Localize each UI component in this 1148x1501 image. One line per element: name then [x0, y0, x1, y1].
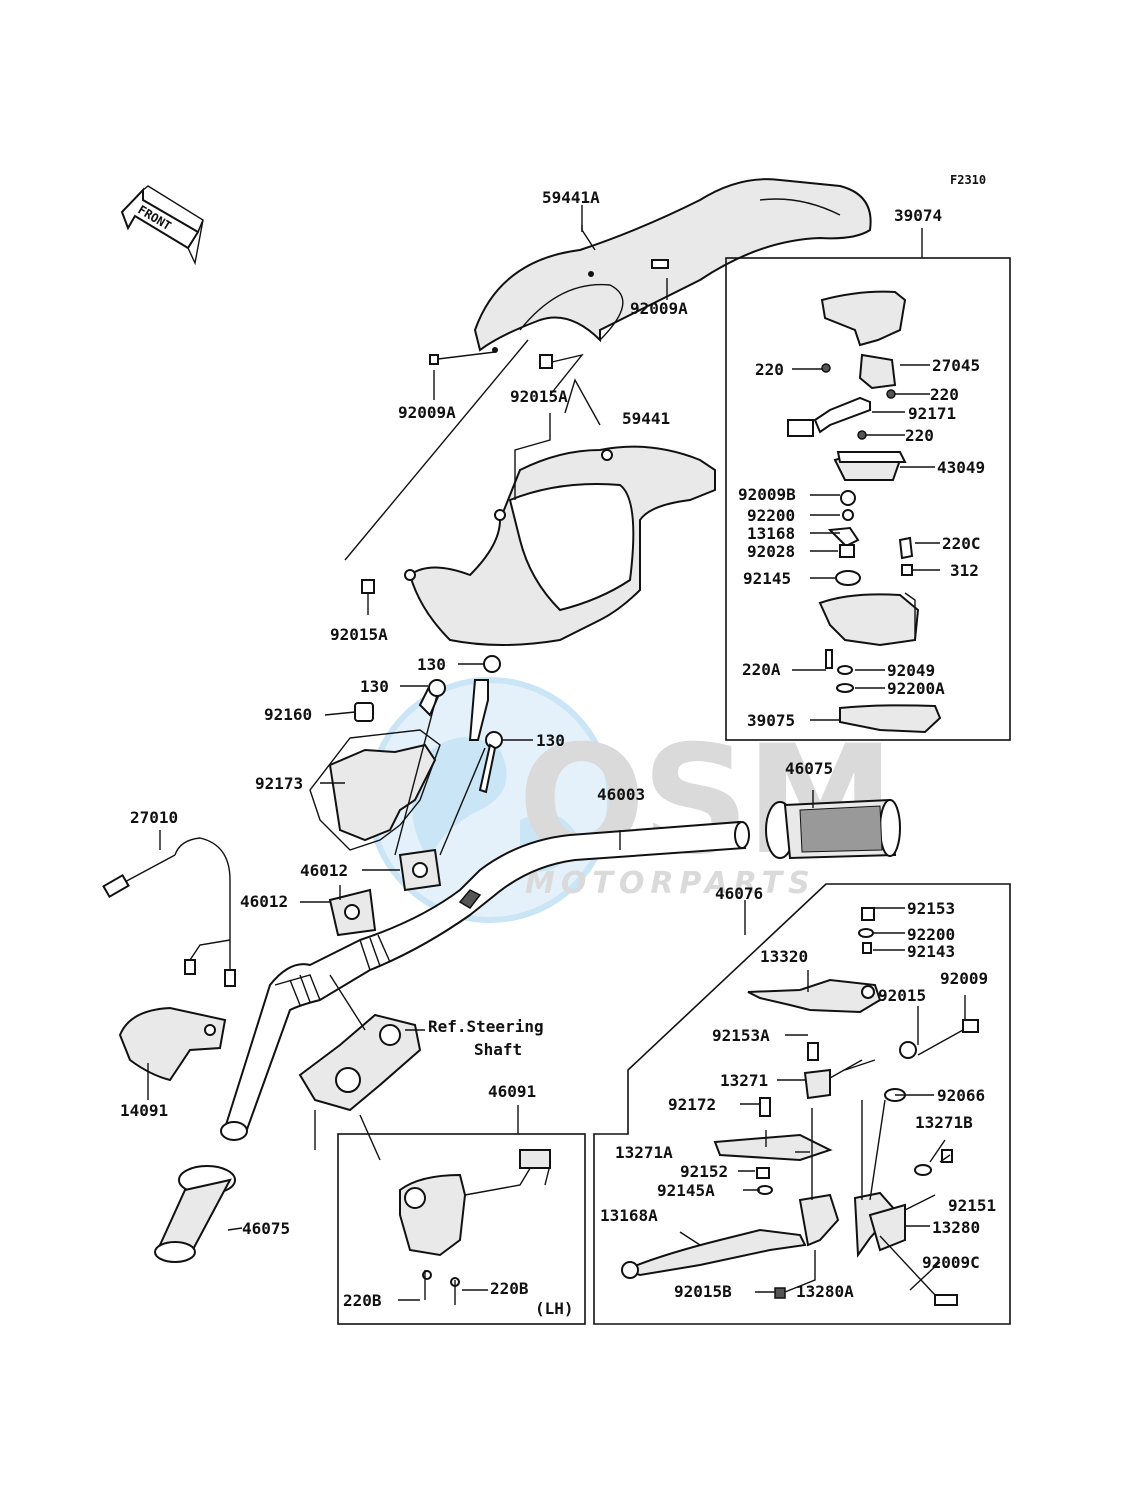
part-labels: 59441A 92009A 92009A 92015A 59441 92015A…	[120, 188, 996, 1318]
label-92009A-lower: 92009A	[398, 403, 456, 422]
label-13168: 13168	[747, 524, 795, 543]
handlebar	[220, 820, 750, 1141]
watermark-sub: MOTORPARTS	[525, 866, 816, 901]
label-lh: (LH)	[535, 1299, 574, 1318]
label-46075-right: 46075	[785, 759, 833, 778]
label-43049: 43049	[937, 458, 985, 477]
diagram-code: F2310	[950, 173, 986, 187]
label-46003: 46003	[597, 785, 645, 804]
label-92151: 92151	[948, 1196, 996, 1215]
label-13320: 13320	[760, 947, 808, 966]
label-92015A-lower: 92015A	[330, 625, 388, 644]
label-92015A-upper: 92015A	[510, 387, 568, 406]
front-arrow-icon	[120, 187, 200, 250]
label-220B-right: 220B	[490, 1279, 529, 1298]
label-46012-a: 46012	[300, 861, 348, 880]
label-130-a: 130	[417, 655, 446, 674]
handlebar-clamps	[309, 655, 503, 937]
label-46075-left: 46075	[242, 1219, 290, 1238]
label-92153: 92153	[907, 899, 955, 918]
label-ref-steering: Ref.Steering	[428, 1017, 544, 1036]
lever-assembly	[621, 907, 979, 1306]
label-13168A: 13168A	[600, 1206, 658, 1225]
left-switch	[398, 1149, 551, 1305]
label-220-b: 220	[930, 385, 959, 404]
label-39075: 39075	[747, 711, 795, 730]
label-92200A: 92200A	[887, 679, 945, 698]
right-grip	[765, 790, 901, 860]
label-27045: 27045	[932, 356, 980, 375]
label-92143: 92143	[907, 942, 955, 961]
label-220A: 220A	[742, 660, 781, 679]
label-59441: 59441	[622, 409, 670, 428]
heater-wire	[102, 830, 236, 987]
lower-cover	[361, 354, 716, 646]
label-92009C: 92009C	[922, 1253, 980, 1272]
label-46091: 46091	[488, 1082, 536, 1101]
label-220C: 220C	[942, 534, 981, 553]
label-13271A: 13271A	[615, 1143, 673, 1162]
label-130-b: 130	[360, 677, 389, 696]
left-switch-cover	[118, 1006, 227, 1100]
label-92015B: 92015B	[674, 1282, 732, 1301]
label-220-c: 220	[905, 426, 934, 445]
label-ref-shaft: Shaft	[474, 1040, 522, 1059]
label-92173: 92173	[255, 774, 303, 793]
label-92145A: 92145A	[657, 1181, 715, 1200]
label-13280A: 13280A	[796, 1282, 854, 1301]
label-92171: 92171	[908, 404, 956, 423]
label-13271: 13271	[720, 1071, 768, 1090]
left-switch-box	[337, 1133, 586, 1325]
label-27010: 27010	[130, 808, 178, 827]
label-92152: 92152	[680, 1162, 728, 1181]
label-59441A: 59441A	[542, 188, 600, 207]
label-92200-b: 92200	[907, 925, 955, 944]
label-130-c: 130	[536, 731, 565, 750]
front-direction-indicator: FRONT	[120, 185, 204, 266]
label-14091: 14091	[120, 1101, 168, 1120]
label-92015: 92015	[878, 986, 926, 1005]
throttle-assembly	[787, 290, 942, 734]
label-220B-left: 220B	[343, 1291, 382, 1310]
steering-shaft-holder	[298, 974, 425, 1161]
clamp-leaders	[300, 663, 533, 903]
label-92145: 92145	[743, 569, 791, 588]
label-92172: 92172	[668, 1095, 716, 1114]
lever-assembly-outline	[593, 883, 1011, 1325]
label-46076: 46076	[715, 884, 763, 903]
label-92200-a: 92200	[747, 506, 795, 525]
left-grip	[154, 1165, 243, 1263]
label-46012-b: 46012	[240, 892, 288, 911]
lever-leaders	[679, 907, 966, 1296]
label-92009B: 92009B	[738, 485, 796, 504]
label-312: 312	[950, 561, 979, 580]
label-92160: 92160	[264, 705, 312, 724]
throttle-leaders	[792, 364, 940, 721]
label-92009A-upper: 92009A	[630, 299, 688, 318]
label-92153A: 92153A	[712, 1026, 770, 1045]
throttle-assembly-box	[725, 257, 1011, 741]
upper-leaders	[344, 205, 668, 615]
label-220-a: 220	[755, 360, 784, 379]
upper-cover	[429, 178, 872, 365]
label-39074: 39074	[894, 206, 942, 225]
label-92009: 92009	[940, 969, 988, 988]
label-92066: 92066	[937, 1086, 985, 1105]
label-92028: 92028	[747, 542, 795, 561]
label-92049: 92049	[887, 661, 935, 680]
label-13271B: 13271B	[915, 1113, 973, 1132]
label-13280: 13280	[932, 1218, 980, 1237]
